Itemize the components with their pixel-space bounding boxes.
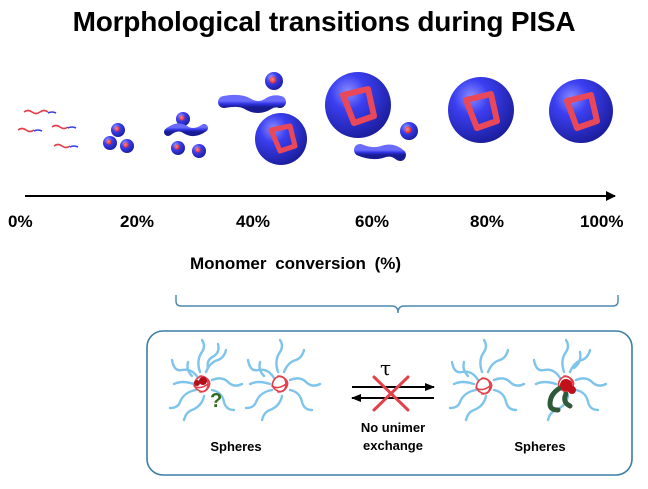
- tick-label-0: 0%: [8, 212, 33, 231]
- tick-label-40: 40%: [236, 212, 271, 231]
- zoom-bracket: [175, 295, 619, 314]
- inset-box: [146, 330, 633, 476]
- tau-symbol: τ: [380, 356, 392, 380]
- no-unimer-label-line1: No unimer: [360, 420, 426, 435]
- left-spheres-label: Spheres: [210, 439, 262, 454]
- worm-and-vesicle-40: [218, 72, 307, 165]
- vesicle-100: [549, 79, 613, 143]
- left-micelle-with-chain: [168, 338, 244, 422]
- right-micelle-1: [448, 338, 526, 422]
- tick-label-100: 100%: [580, 212, 624, 231]
- tick-label-60: 60%: [355, 212, 390, 231]
- cross-mark: [372, 375, 410, 412]
- spheres-and-short-worm: [164, 112, 208, 158]
- equilibrium-arrows: [351, 383, 435, 402]
- left-micelle-2: [244, 338, 322, 422]
- right-spheres-label: Spheres: [514, 439, 566, 454]
- axis-label: Monomer conversion (%): [190, 254, 402, 273]
- right-micelle-2-with-chain: [532, 338, 608, 422]
- no-unimer-label-line2: exchange: [363, 438, 423, 453]
- tick-label-80: 80%: [470, 212, 505, 231]
- vesicle-80: [448, 77, 514, 143]
- diagram-title: Morphological transitions during PISA: [72, 6, 576, 37]
- question-mark: ?: [210, 390, 222, 412]
- vesicle-and-worm-60: [325, 72, 418, 161]
- unimer-chains: [17, 109, 79, 149]
- small-spheres-20: [103, 123, 134, 153]
- tick-label-20: 20%: [120, 212, 155, 231]
